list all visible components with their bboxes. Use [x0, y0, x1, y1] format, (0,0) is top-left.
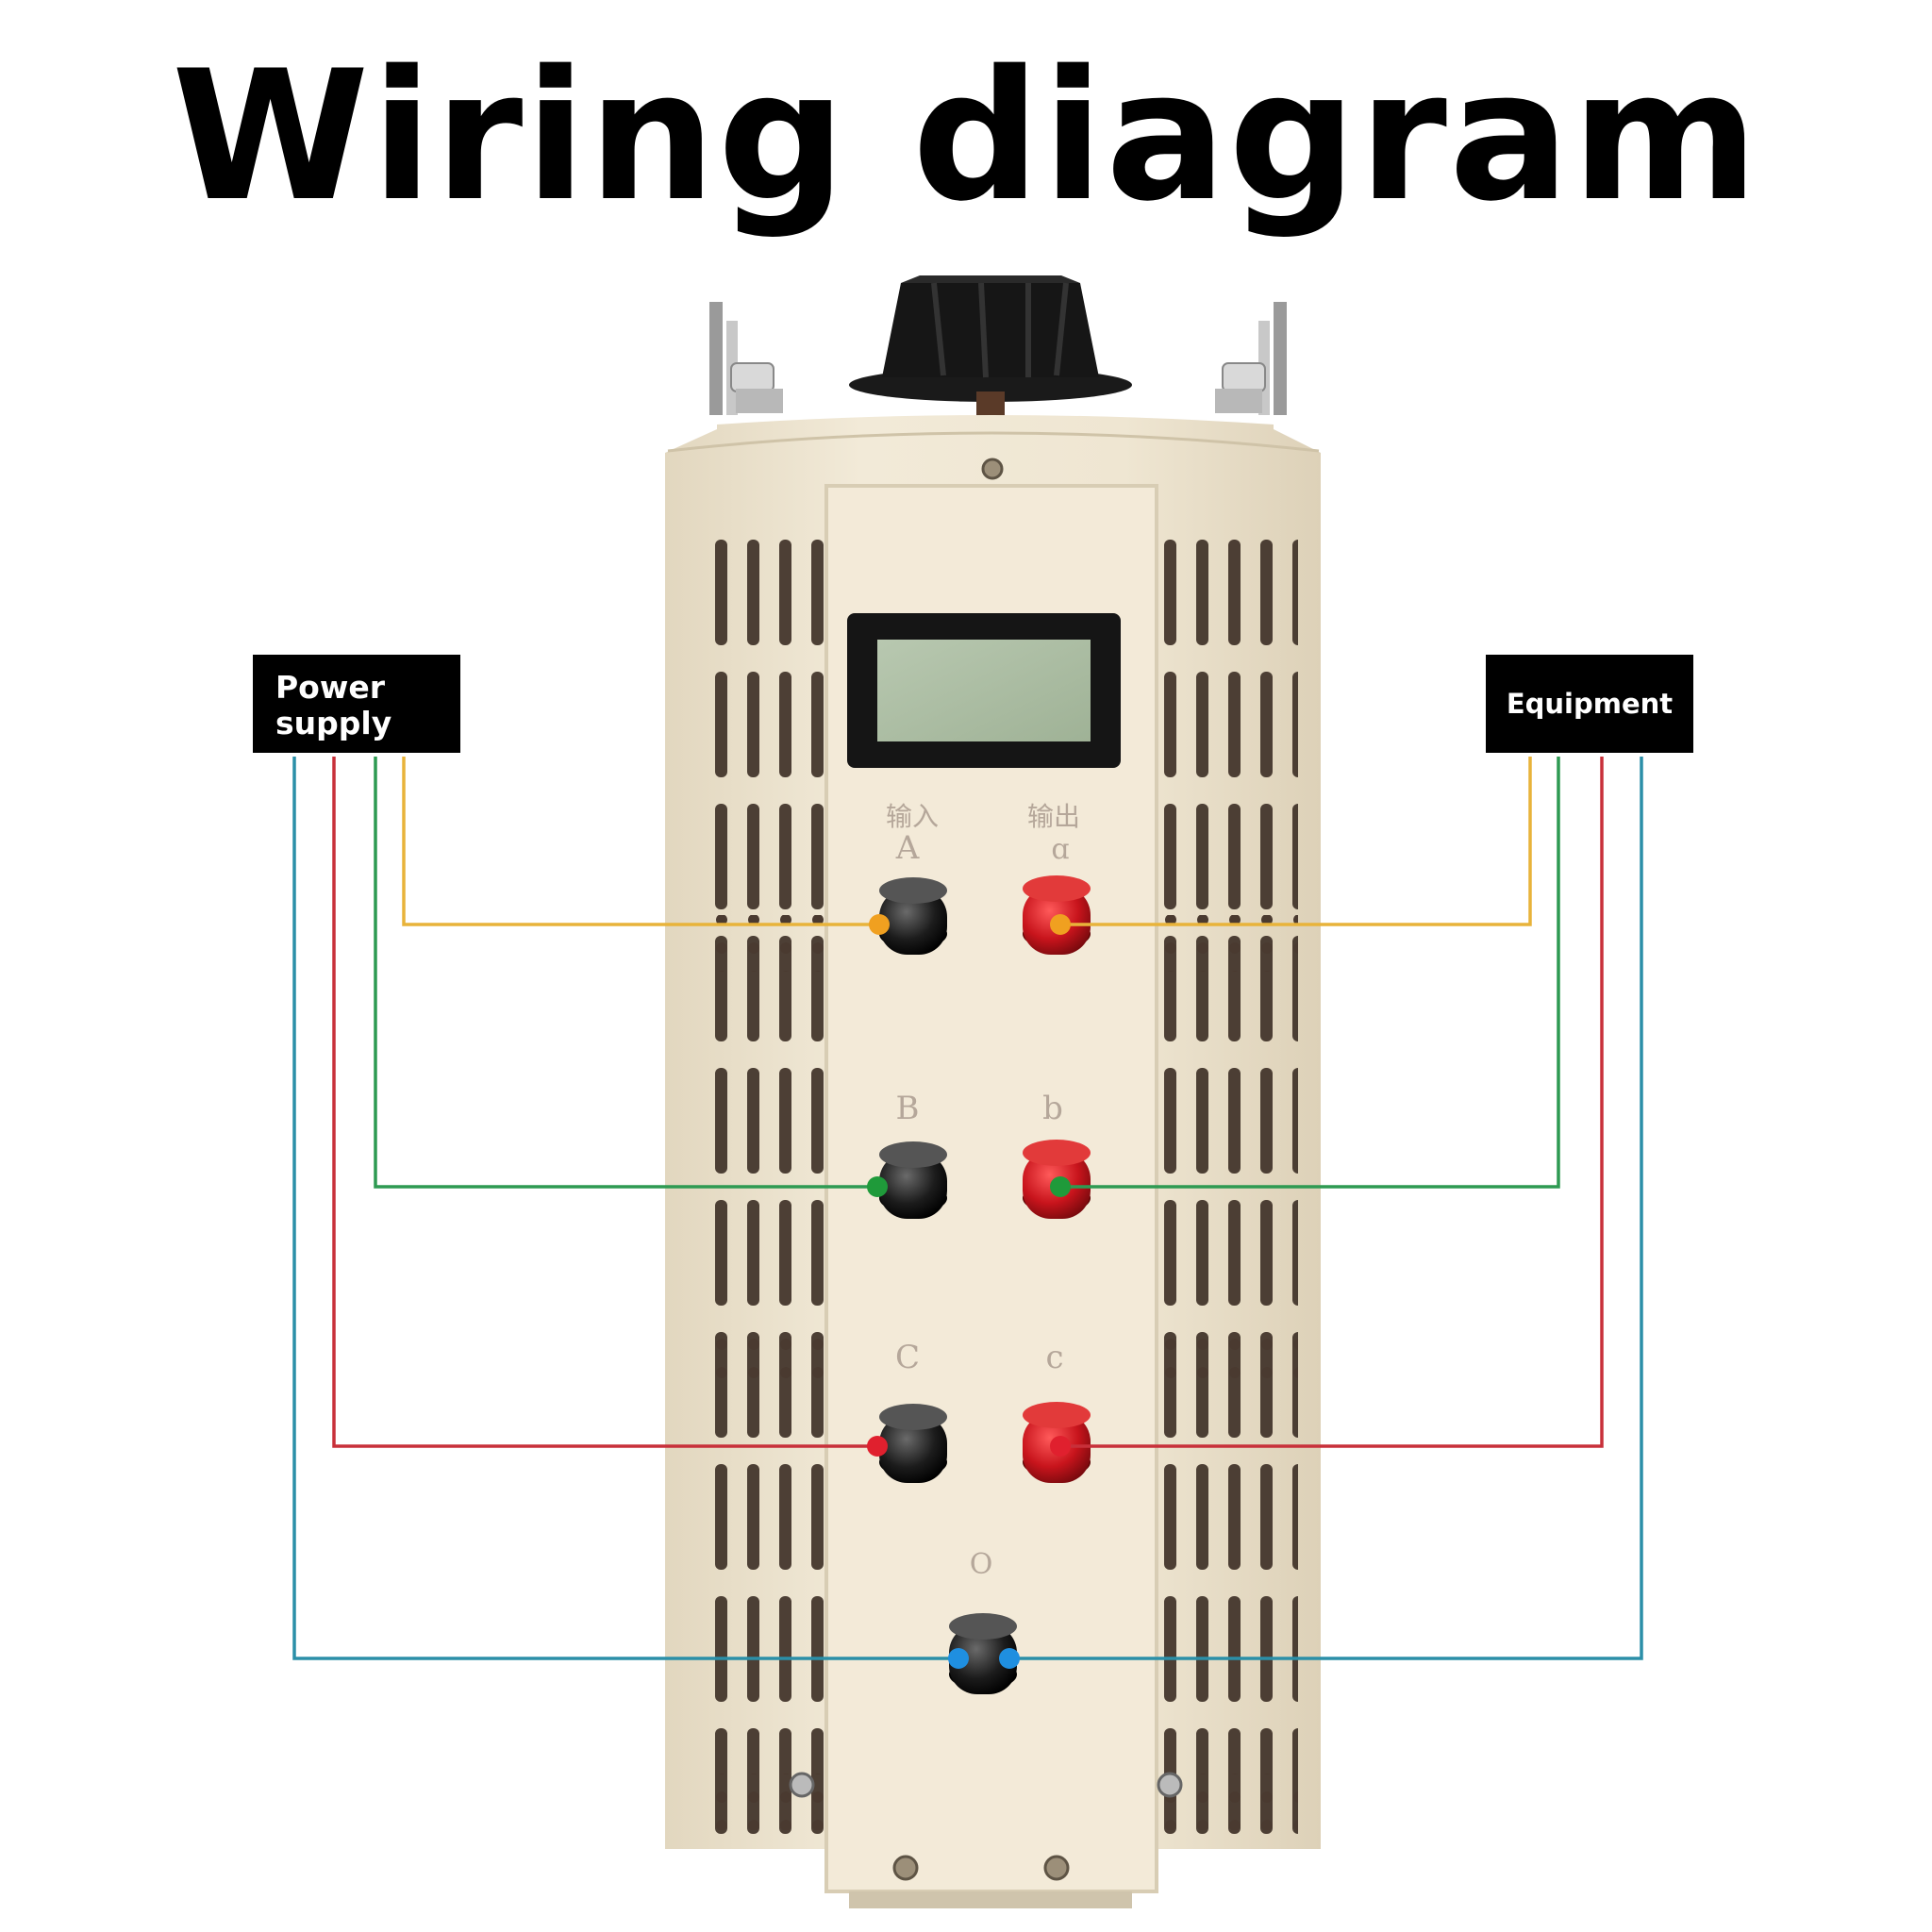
- wire-neutral-output: [1009, 757, 1643, 1660]
- terminal-B-label: B: [896, 1090, 920, 1127]
- input-label: 输入: [886, 801, 939, 832]
- output-label: 输出: [1027, 801, 1080, 832]
- power-supply-box: Power supply: [253, 655, 460, 753]
- page-title: Wiring diagram: [171, 32, 1761, 241]
- terminal-b-label: b: [1042, 1090, 1063, 1127]
- wire-phase-a-input: [402, 757, 879, 926]
- terminal-A-label: A: [895, 829, 920, 867]
- wire-phase-a-output: [1060, 757, 1532, 926]
- wire-phase-c-output: [1060, 757, 1604, 1448]
- wire-neutral-input: [292, 757, 958, 1660]
- top-clamp-left: [709, 302, 783, 415]
- dot-phase-a-input: [869, 914, 890, 935]
- terminal-C-label: C: [895, 1339, 920, 1376]
- terminal-O-label: O: [970, 1548, 993, 1581]
- dot-phase-b-output: [1050, 1176, 1071, 1197]
- dot-phase-c-input: [867, 1436, 888, 1457]
- terminal-a-label: ɑ: [1051, 833, 1069, 866]
- dot-phase-c-output: [1050, 1436, 1071, 1457]
- terminal-c-label: c: [1045, 1339, 1063, 1376]
- wire-phase-c-input: [332, 757, 877, 1448]
- wire-phase-b-input: [374, 757, 877, 1189]
- lcd-display: [847, 613, 1121, 768]
- top-clamp-right: [1215, 302, 1287, 415]
- wire-phase-b-output: [1060, 757, 1560, 1189]
- dot-neutral-output: [999, 1648, 1020, 1669]
- input-terminal-C: [879, 1404, 947, 1483]
- neutral-terminal-O: [949, 1613, 1017, 1694]
- dot-phase-a-output: [1050, 914, 1071, 935]
- control-knob: [849, 275, 1132, 429]
- dot-phase-b-input: [867, 1176, 888, 1197]
- input-terminal-B: [879, 1141, 947, 1219]
- power-supply-line2: supply: [275, 705, 392, 741]
- equipment-box: Equipment: [1486, 655, 1693, 753]
- power-supply-line1: Power: [275, 669, 385, 706]
- dot-neutral-input: [948, 1648, 969, 1669]
- input-terminal-A: [879, 877, 947, 955]
